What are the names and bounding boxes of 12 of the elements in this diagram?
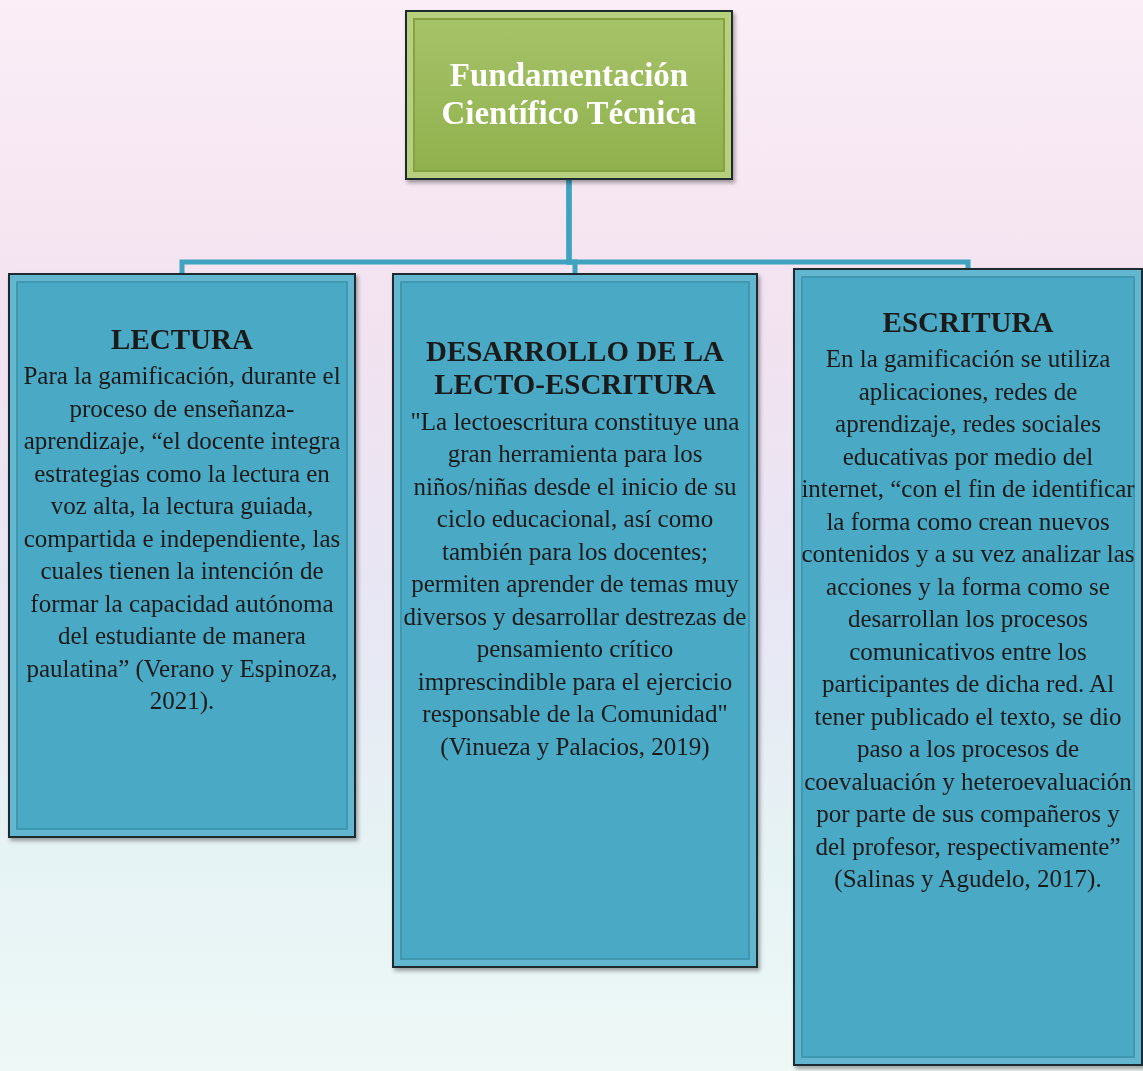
heading: ESCRITURA <box>882 306 1054 340</box>
paragraph: "La lectoescritura constituye una gran herramienta para los niños/niñas desde el inicio de su ciclo educacional, así como también para los docentes; permiten aprender de temas muy diversos y desarrollar destrezas de pensamiento crítico imprescindible para el ejercicio responsable de la Comunidad" (Vinueza y Palacios, 2019) <box>402 406 748 763</box>
paragraph: Para la gamificación, durante el proceso de enseñanza-aprendizaje, “el docente integra estrategias como la lectura en voz alta, la lectura guiada, compartida e independiente, las cuales tienen la intención de formar la capacidad autónoma del estudiante de manera paulatina” (Verano y Espinoza, 2021). <box>22 361 342 717</box>
content-card <box>8 273 356 838</box>
connector-line <box>566 180 971 268</box>
paragraph: En la gamificación se utiliza aplicaciones, redes de aprendizaje, redes sociales educativas por medio del internet, “con el fin de identificar la forma como crean nuevos contenidos y a su vez analizar las acciones y la forma como se desarrollan los procesos comunicativos entre los participantes de dicha red. Al tener publicado el texto, se dio paso a los procesos de coevaluación y heteroevaluación por parte de sus compañeros y del profesor, respectivamente” (Salinas y Agudelo, 2017). <box>801 344 1135 895</box>
heading: DESARROLLO DE LA LECTO-ESCRITURA <box>424 335 726 402</box>
heading: Fundamentación Científico Técnica <box>440 57 698 133</box>
title-box <box>405 10 733 180</box>
heading: LECTURA <box>111 323 253 357</box>
content-card <box>793 268 1143 1066</box>
content-card <box>392 273 758 968</box>
